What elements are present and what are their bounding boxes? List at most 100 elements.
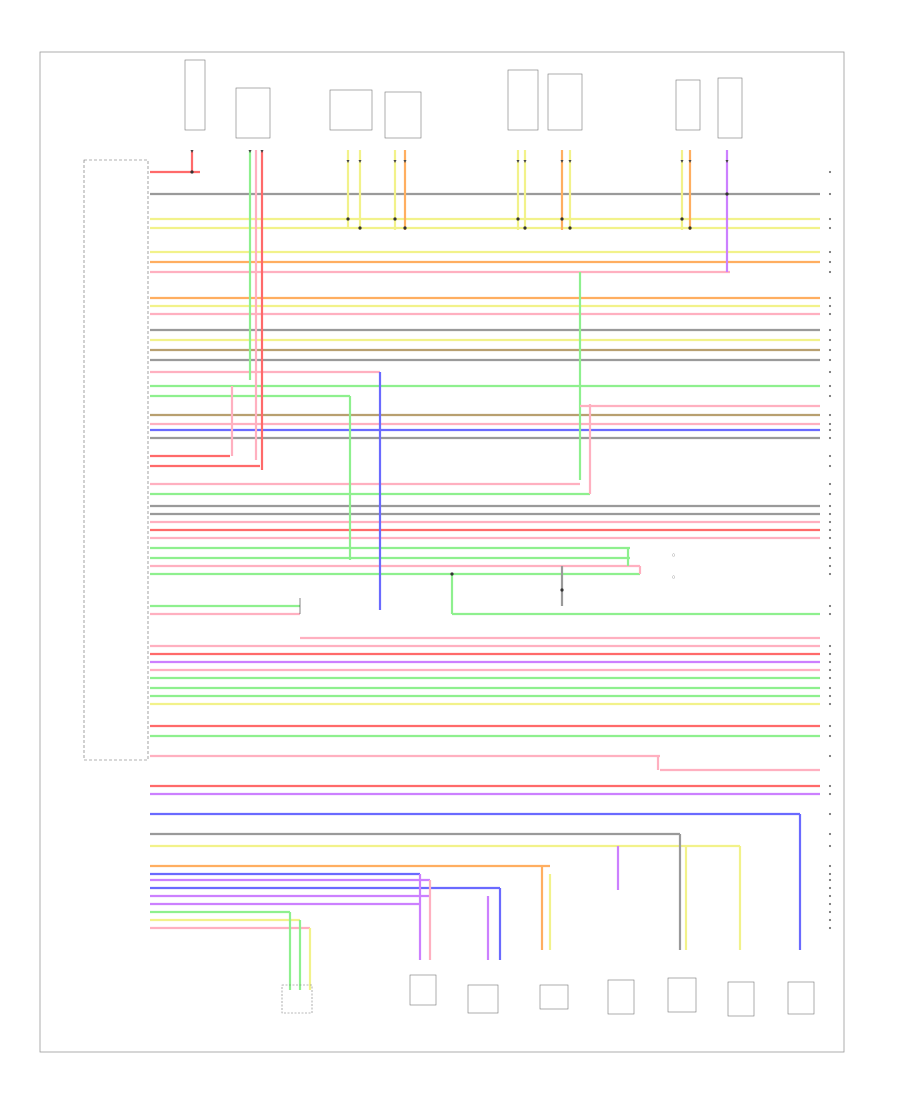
wire-terminal <box>828 546 832 550</box>
bottom-component <box>607 979 635 1015</box>
bottom-component <box>727 981 755 1017</box>
top-component <box>384 91 422 139</box>
top-component <box>507 69 539 131</box>
wire-terminal <box>828 217 832 221</box>
wire-terminal <box>828 436 832 440</box>
wire-rows <box>150 170 832 930</box>
connector-pin <box>260 150 264 153</box>
connector-pin <box>725 160 729 163</box>
legend-marker-1: ○ <box>672 553 675 557</box>
top-component <box>329 89 373 131</box>
splice-point <box>568 226 572 230</box>
wire-terminal <box>828 686 832 690</box>
splice-point <box>725 192 729 196</box>
connector-pin <box>516 160 520 163</box>
wire-terminal <box>828 660 832 664</box>
splice-point <box>190 170 194 174</box>
wire-terminal <box>828 844 832 848</box>
wire-terminal <box>828 894 832 898</box>
wire-terminal <box>828 528 832 532</box>
wire-terminal <box>828 792 832 796</box>
wire-terminal <box>828 652 832 656</box>
connector-pin <box>680 160 684 163</box>
splice-point <box>403 226 407 230</box>
wire-terminal <box>828 250 832 254</box>
connectors <box>190 150 729 592</box>
wire-terminal <box>828 454 832 458</box>
splice-point <box>560 588 564 592</box>
diagram-frame <box>39 51 845 1053</box>
bottom-components <box>281 974 815 1017</box>
wire-terminal <box>828 520 832 524</box>
splice-point <box>560 217 564 221</box>
splice-point <box>358 226 362 230</box>
splice-point <box>688 226 692 230</box>
connector-pin <box>560 160 564 163</box>
splice-point <box>516 217 520 221</box>
splice-point <box>393 217 397 221</box>
bottom-component <box>787 981 815 1015</box>
connector-pin <box>568 160 572 163</box>
wire-terminal <box>828 676 832 680</box>
wire-terminal <box>828 296 832 300</box>
top-component <box>235 87 271 139</box>
wire-terminal <box>828 832 832 836</box>
top-component <box>675 79 701 131</box>
wire-terminal <box>828 872 832 876</box>
wire-terminal <box>828 784 832 788</box>
wire-terminal <box>828 536 832 540</box>
wire-terminal <box>828 556 832 560</box>
wire-terminal <box>828 512 832 516</box>
wire-terminal <box>828 918 832 922</box>
wire-terminal <box>828 358 832 362</box>
connector-pin <box>523 160 527 163</box>
wire-terminal <box>828 384 832 388</box>
wire-terminal <box>828 226 832 230</box>
wire-terminal <box>828 312 832 316</box>
splice-point <box>680 217 684 221</box>
bottom-component <box>539 984 569 1010</box>
wire-terminal <box>828 192 832 196</box>
wire-terminal <box>828 394 832 398</box>
wire-terminal <box>828 902 832 906</box>
left-control-module <box>83 159 149 761</box>
wire-terminal <box>828 504 832 508</box>
vertical-wires <box>190 150 820 990</box>
bottom-component <box>667 977 697 1013</box>
wire-terminal <box>828 304 832 308</box>
wire-terminal <box>828 644 832 648</box>
top-component <box>547 73 583 131</box>
top-components <box>184 59 743 139</box>
wire-terminal <box>828 926 832 930</box>
wire-terminal <box>828 668 832 672</box>
wire-terminal <box>828 702 832 706</box>
wire-terminal <box>828 878 832 882</box>
diagram-legend: ○ ○ <box>672 553 675 579</box>
wire-terminal <box>828 612 832 616</box>
wire-terminal <box>828 270 832 274</box>
bottom-component <box>281 984 313 1014</box>
connector-pin <box>358 160 362 163</box>
wire-terminal <box>828 370 832 374</box>
splice-point <box>450 572 454 576</box>
wire-terminal <box>828 910 832 914</box>
wire-terminal <box>828 482 832 486</box>
top-component <box>717 77 743 139</box>
connector-pin <box>403 160 407 163</box>
splice-point <box>523 226 527 230</box>
wire-terminal <box>828 348 832 352</box>
wire-terminal <box>828 572 832 576</box>
connector-pin <box>688 160 692 163</box>
wire-terminal <box>828 492 832 496</box>
connector-pin <box>248 150 252 153</box>
wire-terminal <box>828 734 832 738</box>
wire-terminal <box>828 422 832 426</box>
wire-terminal <box>828 338 832 342</box>
wire-terminal <box>828 260 832 264</box>
wire-terminal <box>828 413 832 417</box>
wire-terminal <box>828 170 832 174</box>
wire-terminal <box>828 604 832 608</box>
connector-pin <box>190 150 194 153</box>
wire-terminal <box>828 694 832 698</box>
